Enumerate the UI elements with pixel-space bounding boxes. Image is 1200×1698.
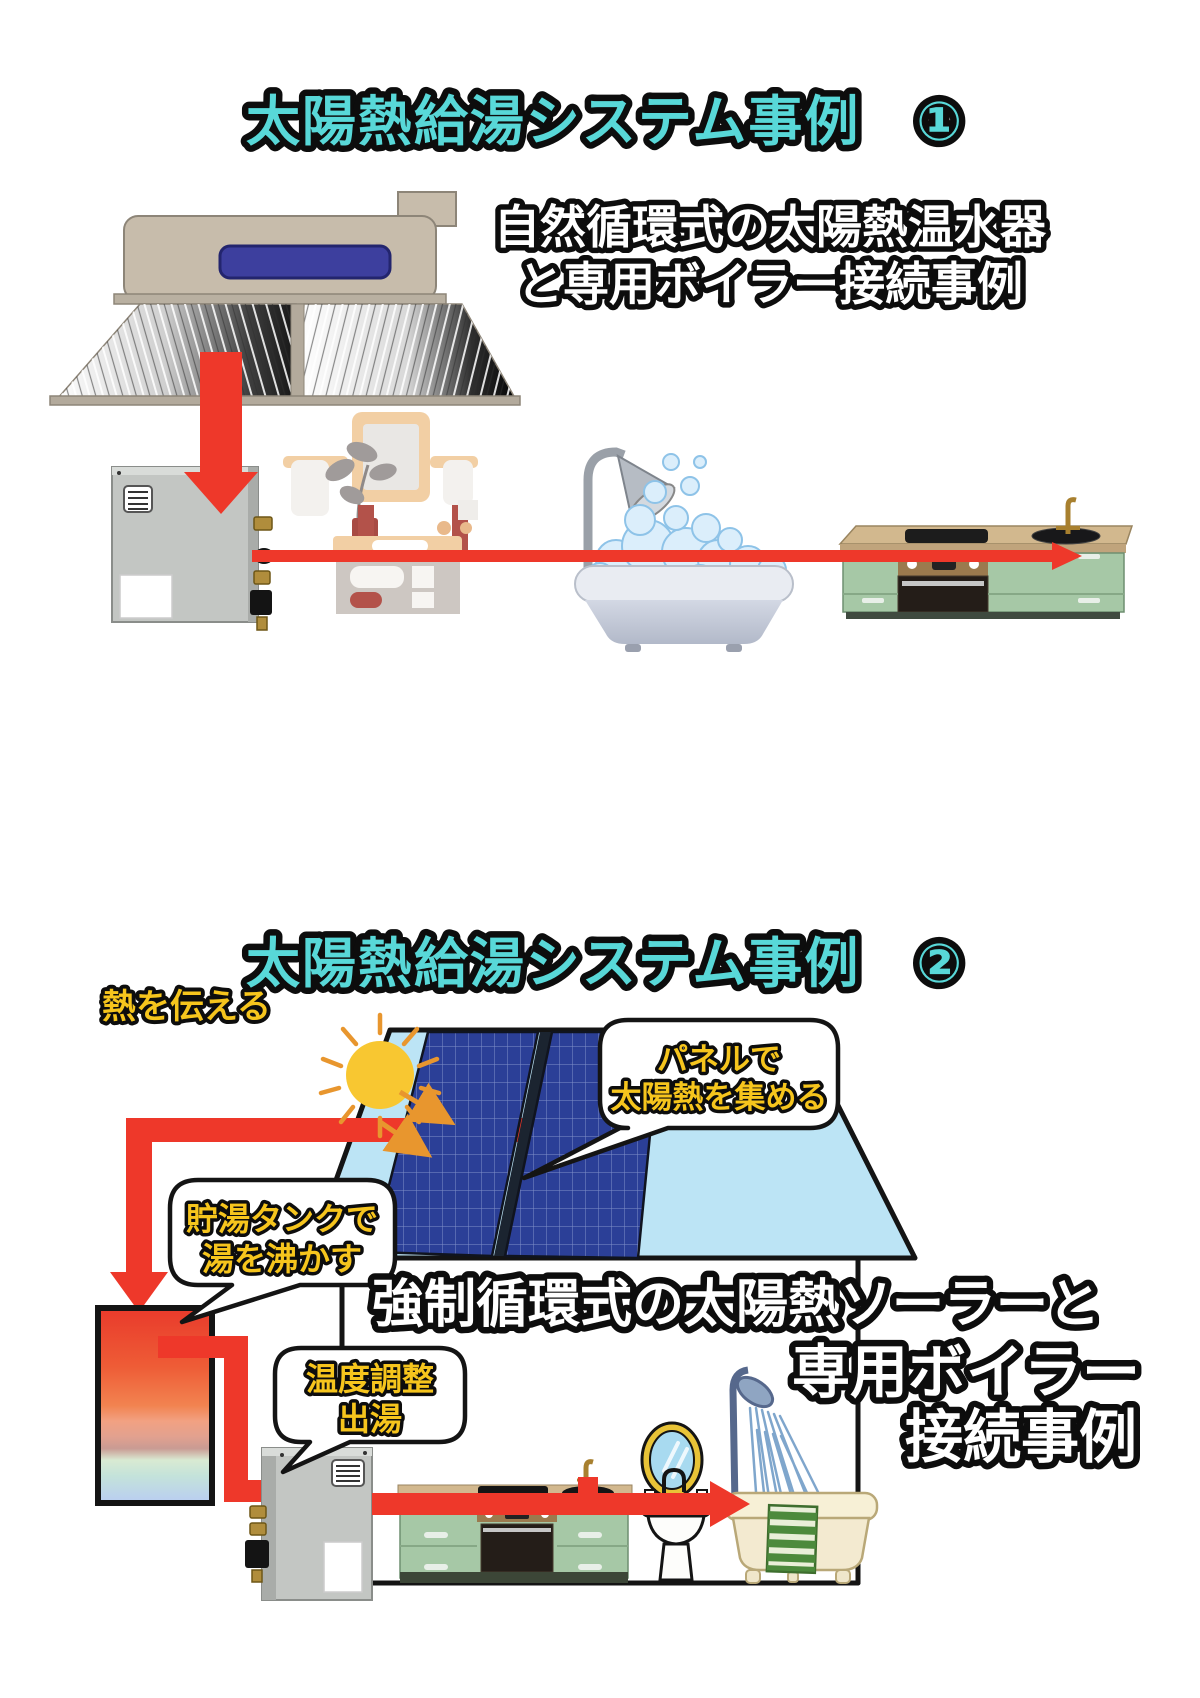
bubble-temp (272, 1345, 468, 1475)
shower-arm (583, 447, 626, 578)
boiler2-icon (245, 1447, 373, 1601)
shower-water (748, 1406, 826, 1522)
section1-subtitle-line2: と専用ボイラー接続事例 (517, 257, 1023, 311)
label-heat-transfer: 熱を伝える (102, 987, 271, 1027)
section1-illustration: 太陽熱給湯システム事例 ① 自然循環式の太陽熱温水器 と専用ボイラー接続事例 (49, 84, 1134, 652)
section1-subtitle-line1: 自然循環式の太陽熱温水器 (494, 200, 1047, 254)
solar-water-heater-icon (49, 191, 521, 406)
sink-faucet-icon (662, 1467, 686, 1498)
boiler-to-bath-pipe (372, 1477, 750, 1527)
bubble-temp-text2: 出湯 (338, 1400, 402, 1438)
bubble-tank-text1: 貯湯タンクで (186, 1200, 378, 1238)
section1-title: 太陽熱給湯システム事例 ① (246, 90, 964, 153)
kitchen-icon (838, 497, 1134, 619)
bubble-tank-text2: 湯を沸かす (202, 1240, 362, 1278)
tank-to-boiler-pipe (158, 1336, 262, 1502)
faucet2-icon (583, 1459, 594, 1487)
section2-caption-line1: 強制循環式の太陽熱ソーラーと (372, 1275, 1100, 1335)
sun-icon (318, 1012, 442, 1139)
section2-title: 太陽熱給湯システム事例 ② (246, 932, 964, 995)
section2-caption-line2: 専用ボイラー (792, 1338, 1140, 1406)
bubble-panel (521, 1017, 841, 1181)
bathtub-icon (574, 447, 794, 652)
heat-down-arrow (184, 352, 258, 514)
mirror-icon (640, 1421, 704, 1499)
section2-illustration-main: 太陽熱給湯システム事例 ② 熱を伝える パネルで 太陽熱を集める 貯湯タンクで … (95, 926, 1147, 1601)
washstand-icon (283, 412, 478, 614)
sun-heat-arrows (378, 1082, 456, 1158)
heater-window (218, 244, 392, 280)
bubble-panel-text2: 太陽熱を集める (611, 1080, 828, 1116)
bathtub2-icon (723, 1491, 879, 1584)
bubble-tank (167, 1177, 398, 1325)
faucet-icon (1065, 497, 1077, 534)
section2-caption-line3: 接続事例 (905, 1403, 1137, 1471)
sink-feed-stub (578, 1477, 598, 1505)
towel-icon (765, 1503, 819, 1575)
boiler-label (119, 574, 173, 619)
stove-icon (905, 529, 988, 543)
bubble-panel-text1: パネルで (657, 1042, 781, 1078)
shower-icon (729, 1366, 826, 1522)
boiler-icon (111, 466, 274, 631)
boiler2-label (323, 1541, 363, 1593)
speech-bubbles (167, 1017, 841, 1475)
boiler2-vent (331, 1459, 365, 1487)
hot-water-supply-line (252, 542, 1082, 570)
bubble-temp-text1: 温度調整 (306, 1360, 434, 1398)
